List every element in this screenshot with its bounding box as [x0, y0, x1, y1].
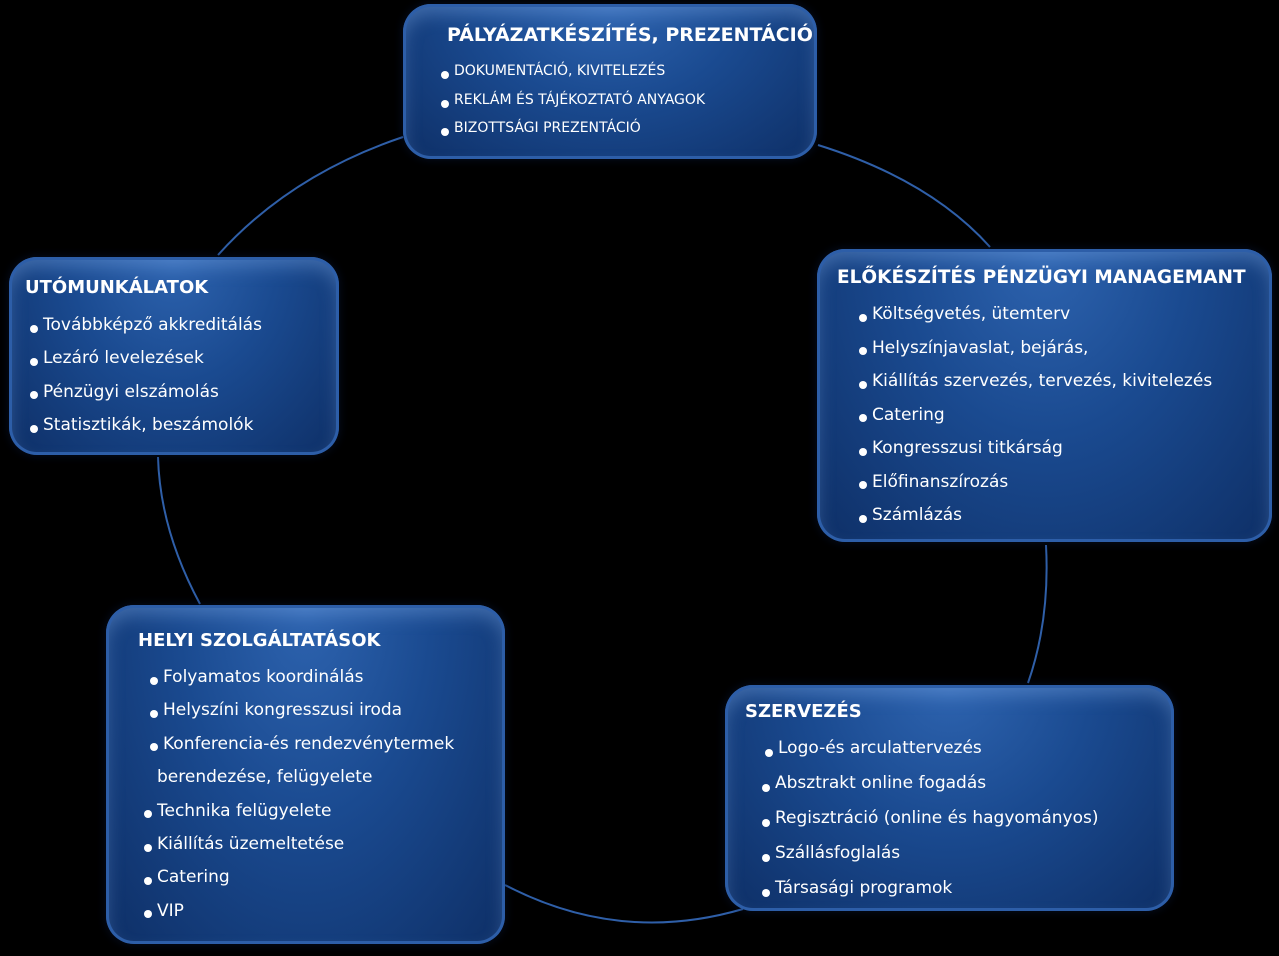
stage-item-list: DOKUMENTÁCIÓ, KIVITELEZÉS REKLÁM ÉS TÁJÉ…	[440, 61, 705, 147]
list-item: Előfinanszírozás	[858, 469, 1212, 503]
stage-item-list: Logo-és arculattervezés Absztrakt online…	[762, 735, 1102, 910]
list-item: Helyszínjavaslat, bejárás,	[858, 335, 1212, 369]
list-item: Technika felügyelete	[143, 798, 448, 831]
stage-title: UTÓMUNKÁLATOK	[25, 277, 209, 298]
connector-left-to-top	[217, 136, 404, 256]
stage-box-organization: SZERVEZÉS Logo-és arculattervezés Absztr…	[725, 685, 1174, 911]
connector-bottom-right-to-bottom-left	[504, 884, 744, 924]
list-item: Kiállítás üzemeltetése	[143, 831, 448, 864]
list-item: Konferencia-és rendezvénytermek	[149, 731, 454, 764]
stage-item-list: Folyamatos koordinálás Helyszíni kongres…	[143, 664, 454, 931]
list-item: Folyamatos koordinálás	[149, 664, 454, 697]
list-item: BIZOTTSÁGI PREZENTÁCIÓ	[440, 118, 705, 147]
stage-item-list: Költségvetés, ütemterv Helyszínjavaslat,…	[858, 301, 1212, 536]
connector-top-to-right	[817, 144, 991, 248]
list-item: Kongresszusi titkárság	[858, 435, 1212, 469]
stage-box-preparation-finance: ELŐKÉSZÍTÉS PÉNZÜGYI MANAGEMANT Költségv…	[817, 249, 1272, 542]
list-item: Absztrakt online fogadás	[762, 770, 1099, 805]
connector-bottom-left-to-left	[157, 456, 201, 605]
list-item: Számlázás	[858, 502, 1212, 536]
stage-title: PÁLYÁZATKÉSZÍTÉS, PREZENTÁCIÓ	[447, 24, 813, 46]
connector-right-to-bottom-right	[1027, 544, 1048, 684]
list-item-continuation: berendezése, felügyelete	[157, 767, 373, 788]
stage-title: ELŐKÉSZÍTÉS PÉNZÜGYI MANAGEMANT	[837, 267, 1246, 288]
stage-box-local-services: HELYI SZOLGÁLTATÁSOK Folyamatos koordiná…	[106, 605, 505, 944]
list-item: Helyszíni kongresszusi iroda	[149, 697, 454, 730]
list-item: Lezáró levelezések	[30, 345, 262, 378]
stage-item-list: Továbbképző akkreditálás Lezáró levelezé…	[30, 312, 262, 445]
list-item: Társasági programok	[762, 875, 1099, 910]
list-item: Logo-és arculattervezés	[765, 735, 1102, 770]
list-item: Kiállítás szervezés, tervezés, kivitelez…	[858, 368, 1212, 402]
list-item: Szállásfoglalás	[762, 840, 1099, 875]
list-item: Statisztikák, beszámolók	[30, 412, 262, 445]
list-item: DOKUMENTÁCIÓ, KIVITELEZÉS	[440, 61, 705, 90]
list-item: Regisztráció (online és hagyományos)	[762, 805, 1099, 840]
list-item: Továbbképző akkreditálás	[30, 312, 262, 345]
stage-box-follow-up: UTÓMUNKÁLATOK Továbbképző akkreditálás L…	[9, 257, 339, 455]
list-item: Költségvetés, ütemterv	[858, 301, 1212, 335]
stage-box-tender-presentation: PÁLYÁZATKÉSZÍTÉS, PREZENTÁCIÓ DOKUMENTÁC…	[403, 4, 817, 159]
stage-title: HELYI SZOLGÁLTATÁSOK	[138, 630, 381, 651]
list-item: VIP	[143, 898, 448, 931]
list-item: Pénzügyi elszámolás	[30, 379, 262, 412]
stage-title: SZERVEZÉS	[745, 701, 862, 722]
list-item: Catering	[143, 864, 448, 897]
list-item: REKLÁM ÉS TÁJÉKOZTATÓ ANYAGOK	[440, 90, 705, 119]
list-item: Catering	[858, 402, 1212, 436]
